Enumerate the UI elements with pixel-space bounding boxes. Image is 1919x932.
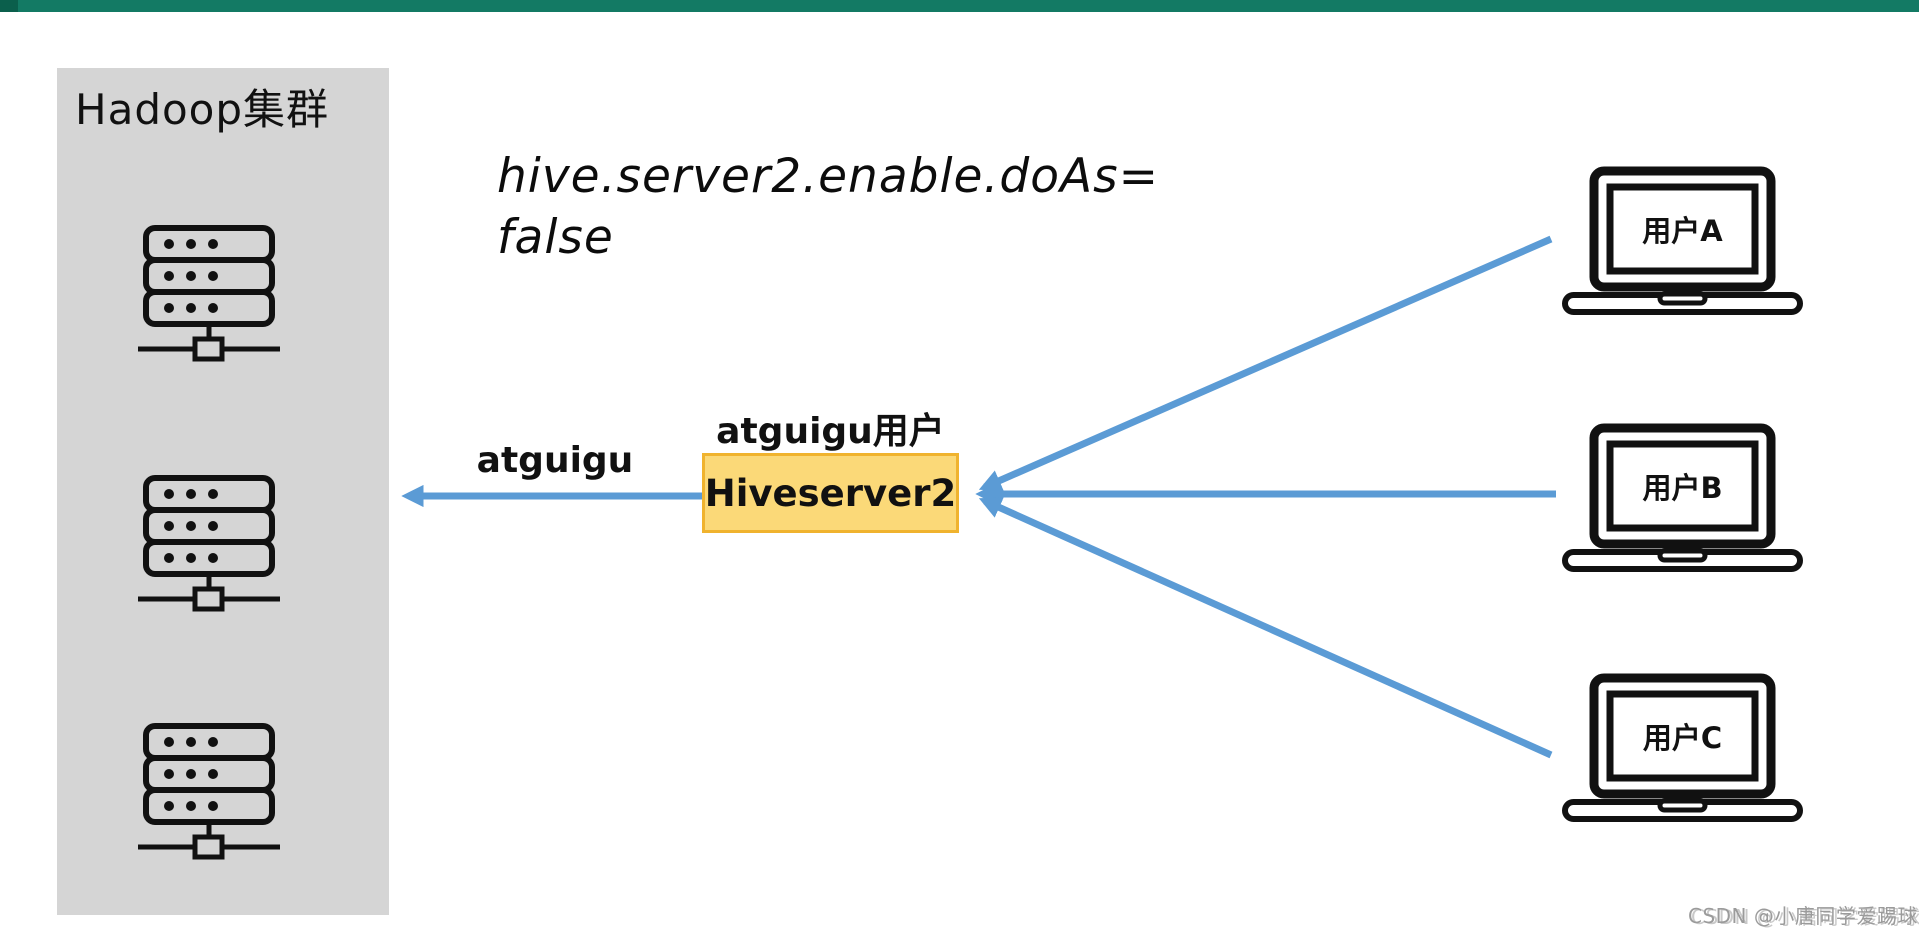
laptop-icon <box>1562 423 1803 572</box>
hiveserver2-user-label: atguigu用户 <box>716 411 945 452</box>
hiveserver2-node-label: Hiveserver2 <box>704 471 957 515</box>
csdn-watermark: CSDN @小唐同学爱踢球 <box>1688 904 1918 928</box>
arrow-usera-to-hiveserver2 <box>978 235 1553 491</box>
client-usera-label: 用户A <box>1642 214 1723 248</box>
laptop-icon <box>1562 673 1803 822</box>
top-green-bar-dark-segment <box>0 0 18 12</box>
server-rack-icon <box>136 723 282 863</box>
config-note-line2: false <box>497 210 614 265</box>
laptop-icon <box>1562 166 1803 315</box>
config-note: hive.server2.enable.doAs= false <box>497 146 1159 268</box>
client-userb: 用户B <box>1560 422 1805 574</box>
client-userc-label: 用户C <box>1642 721 1723 755</box>
hadoop-cluster-title: Hadoop集群 <box>75 85 330 134</box>
arrow-label-atguigu: atguigu <box>476 440 634 481</box>
client-usera: 用户A <box>1560 165 1805 317</box>
config-note-line1: hive.server2.enable.doAs= <box>497 149 1160 204</box>
client-userb-label: 用户B <box>1642 471 1723 505</box>
server-rack-icon <box>136 225 282 365</box>
hiveserver2-node: Hiveserver2 <box>702 453 959 533</box>
client-userc: 用户C <box>1560 672 1805 824</box>
hadoop-cluster-panel: Hadoop集群 <box>57 68 389 915</box>
server-rack-icon <box>136 475 282 615</box>
arrow-userc-to-hiveserver2 <box>978 497 1553 759</box>
top-green-bar <box>0 0 1919 12</box>
